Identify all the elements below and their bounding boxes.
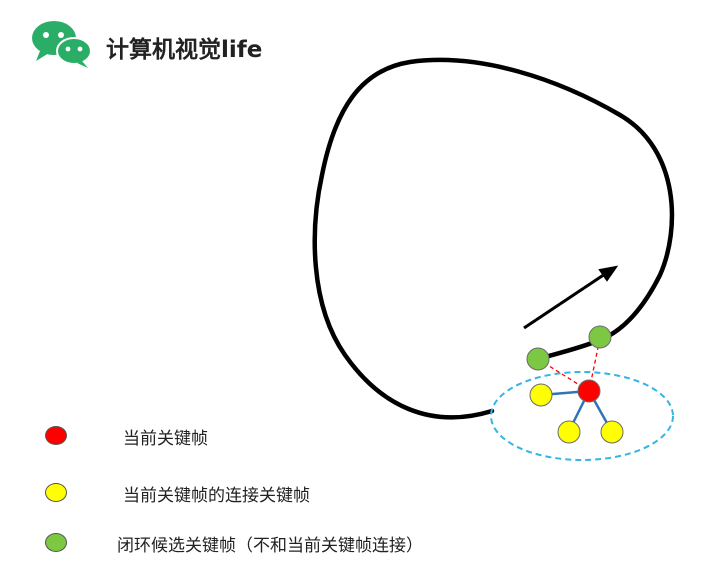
brand-title: 计算机视觉life bbox=[106, 37, 263, 63]
green-dot-icon bbox=[45, 533, 67, 552]
logo: 计算机视觉life bbox=[30, 18, 290, 70]
legend-label: 闭环候选关键帧（不和当前关键帧连接） bbox=[117, 536, 423, 556]
connected-keyframe bbox=[557, 420, 581, 444]
loop-candidate-keyframe bbox=[588, 325, 612, 349]
legend-label: 当前关键帧的连接关键帧 bbox=[123, 486, 310, 506]
connected-keyframe bbox=[600, 420, 624, 444]
legend-label: 当前关键帧 bbox=[123, 429, 208, 449]
current-keyframe bbox=[577, 379, 601, 403]
loop-candidate-keyframe bbox=[526, 347, 550, 371]
direction-arrow bbox=[523, 272, 606, 330]
wechat-icon bbox=[32, 21, 92, 68]
yellow-dot-icon bbox=[45, 483, 67, 502]
neighborhood-ellipse bbox=[490, 371, 674, 461]
camera-trajectory bbox=[312, 57, 675, 420]
legend-current-keyframe: 当前关键帧 bbox=[45, 423, 605, 453]
direction-arrowhead bbox=[598, 265, 619, 282]
connected-keyframe bbox=[529, 383, 553, 407]
red-dot-icon bbox=[45, 426, 67, 445]
legend-connected-keyframe: 当前关键帧的连接关键帧 bbox=[45, 480, 605, 510]
legend-loop-candidate: 闭环候选关键帧（不和当前关键帧连接） bbox=[45, 530, 605, 560]
